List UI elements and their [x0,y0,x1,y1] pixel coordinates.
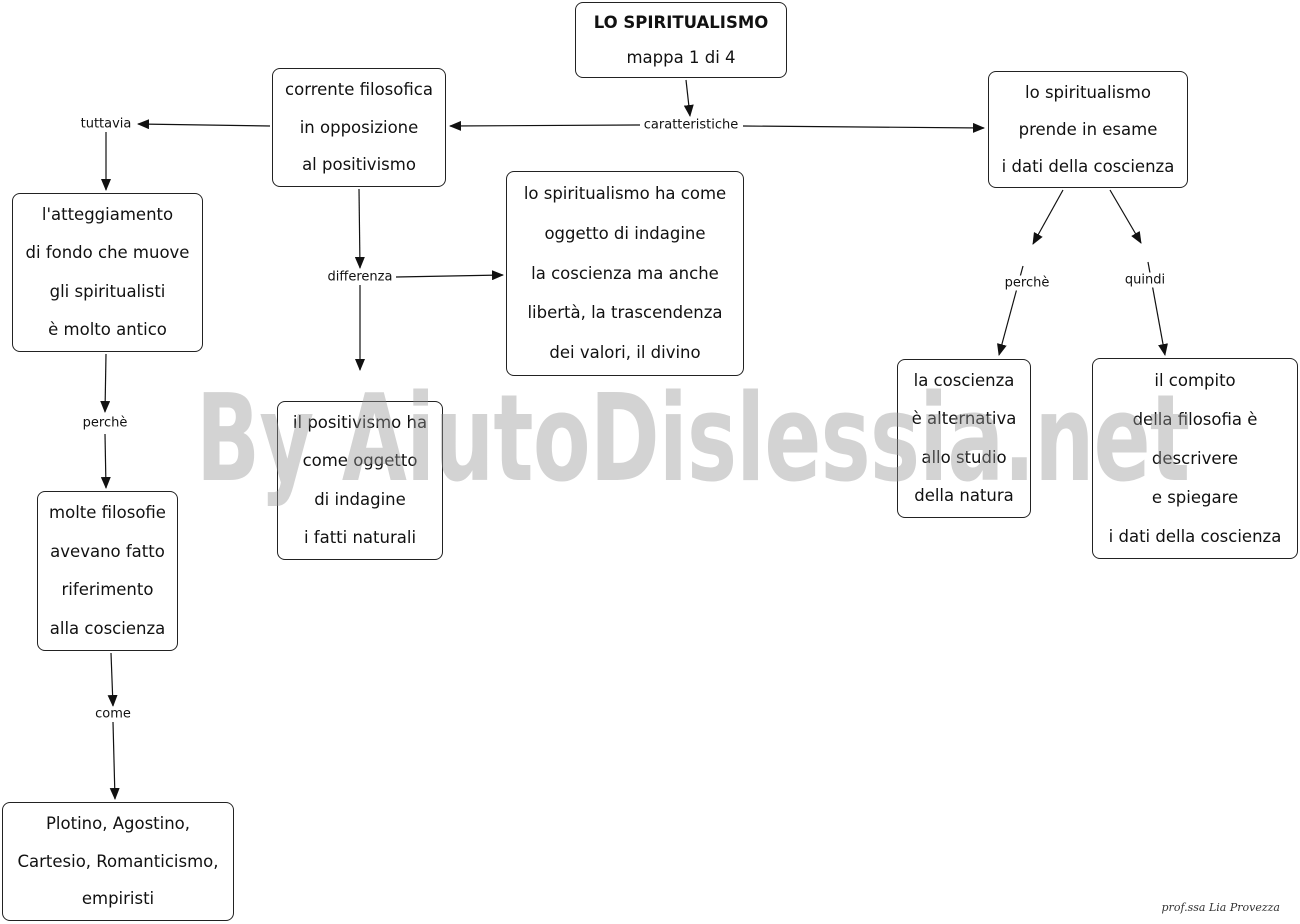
node-line: gli spiritualisti [49,281,166,301]
node-plotino: Plotino, Agostino, Cartesio, Romanticism… [2,802,234,921]
node-compito: il compito della filosofia è descrivere … [1092,358,1298,559]
wire-prende-quindi [1109,189,1142,244]
node-line: in opposizione [299,117,419,137]
node-oggetto: lo spiritualismo ha come oggetto di inda… [506,171,744,376]
wire-prende-perche [1032,189,1064,245]
node-line: i dati della coscienza [1108,526,1282,546]
node-corrente: corrente filosofica in opposizione al po… [272,68,446,187]
link-label-differenza: differenza [324,269,396,285]
node-line: riferimento [61,580,154,600]
link-label-caratteristiche: caratteristiche [640,117,742,133]
link-label-come: come [92,706,134,722]
node-line: e spiegare [1151,487,1239,507]
wire-perche-filosofie [100,433,111,489]
node-line: il compito [1154,370,1236,390]
node-line: empiristi [81,889,155,909]
node-line: molte filosofie [49,503,166,523]
node-line: Cartesio, Romanticismo, [17,851,219,871]
link-label-quindi: quindi [1121,272,1169,288]
node-filosofie: molte filosofie avevano fatto riferiment… [37,491,178,651]
node-line: è molto antico [48,319,167,339]
node-line: l'atteggiamento [41,205,174,225]
node-line: di fondo che muove [25,243,190,263]
node-line: Plotino, Agostino, [45,813,191,833]
node-line: libertà, la trascendenza [527,303,723,323]
node-line: dei valori, il divino [549,343,701,363]
node-line: oggetto di indagine [544,223,706,243]
wire-title-caratteristiche [683,79,694,117]
link-label-perche-left: perchè [79,415,131,431]
node-line: della natura [914,485,1014,505]
node-line: alla coscienza [49,618,166,638]
watermark: By AiutoDislessia.net [196,370,1190,509]
node-line: lo spiritualismo [1025,82,1151,102]
wire-atteggiamento-perche [100,353,111,413]
node-alternativa: la coscienza è alternativa allo studio d… [897,359,1031,518]
node-line: i fatti naturali [303,527,417,547]
node-line: allo studio [921,447,1007,467]
node-title-line: LO SPIRITUALISMO [593,12,769,32]
node-line: della filosofia è [1132,409,1258,429]
node-line: di indagine [314,489,406,509]
node-line: è alternativa [911,409,1017,429]
wire-caratteristiche-corrente [449,120,641,131]
node-line: al positivismo [302,155,416,175]
node-line: corrente filosofica [285,79,433,99]
node-line: avevano fatto [50,541,165,561]
node-line: descrivere [1151,448,1239,468]
node-line: il positivismo ha [292,413,428,433]
node-prende: lo spiritualismo prende in esame i dati … [988,71,1188,188]
node-atteggiamento: l'atteggiamento di fondo che muove gli s… [12,193,203,352]
node-title-line: mappa 1 di 4 [626,47,736,67]
link-label-tuttavia: tuttavia [77,116,135,132]
node-line: i dati della coscienza [1001,156,1175,176]
link-label-perche-right: perchè [1001,275,1053,291]
node-line: la coscienza ma anche [531,263,719,283]
wire-caratteristiche-prende [742,122,985,133]
wire-corrente-tuttavia [137,119,271,130]
node-line: la coscienza [913,371,1015,391]
node-line: lo spiritualismo ha come [523,184,727,203]
signature: prof.ssa Lia Provezza [1161,901,1280,914]
wire-filosofie-come [107,652,118,707]
wire-come-plotino [109,721,120,800]
node-line: come oggetto [302,451,418,471]
node-positivismo: il positivismo ha come oggetto di indagi… [277,401,443,560]
wire-corrente-differenza [354,188,365,269]
wire-differenza-oggetto [395,270,504,281]
node-title: LO SPIRITUALISMO mappa 1 di 4 [575,2,787,78]
node-line: prende in esame [1018,119,1158,139]
